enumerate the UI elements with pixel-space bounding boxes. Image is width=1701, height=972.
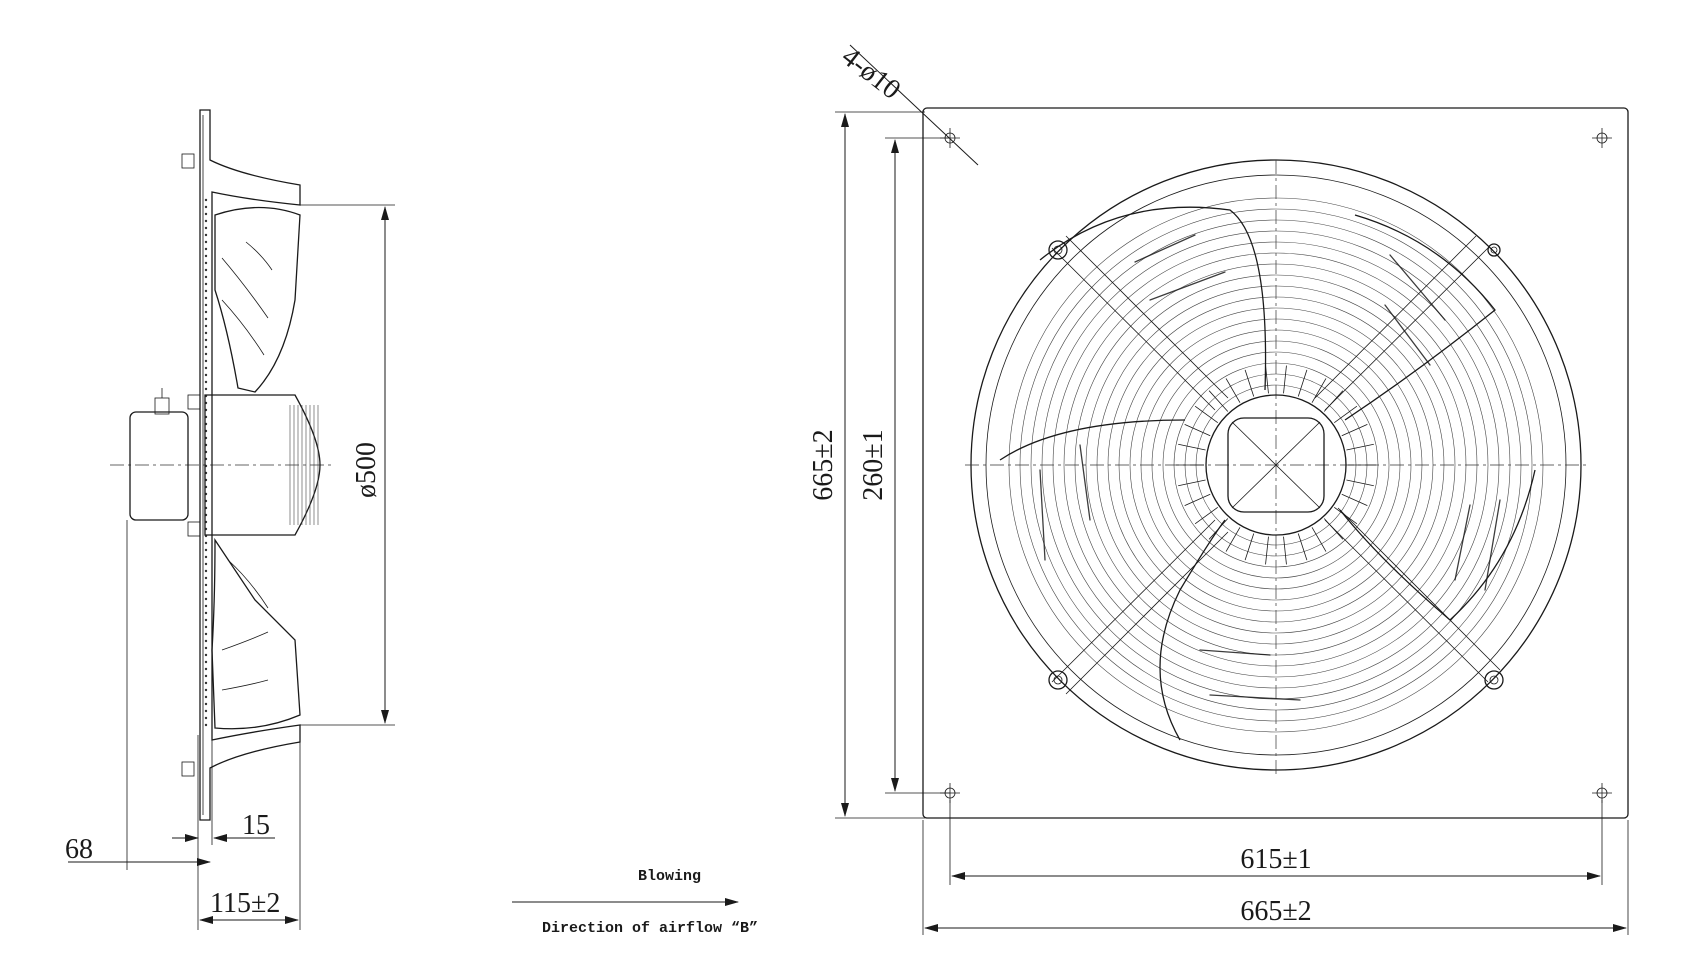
blade-1 (1039, 206, 1267, 391)
label-holes: 4-ø10 (836, 41, 907, 106)
hub-fins (289, 405, 319, 525)
label-blowing: Blowing (638, 868, 701, 885)
blade-4 (1159, 519, 1226, 741)
side-bolts (181, 153, 201, 777)
label-flange-15: 15 (242, 810, 270, 841)
label-height-inner: 260±1 (858, 429, 889, 500)
motor-face (1227, 417, 1325, 513)
label-depth-68: 68 (65, 834, 93, 865)
label-overall-depth: 115±2 (210, 888, 280, 919)
arm-bolts (1048, 240, 1504, 690)
blade-2 (1344, 214, 1496, 421)
motor-can (129, 411, 189, 521)
label-width-outer: 665±2 (1240, 896, 1311, 927)
side-view (68, 109, 395, 930)
blade-5 (999, 419, 1186, 461)
label-diameter: ø500 (351, 442, 382, 498)
hub (204, 394, 321, 536)
hub-ring (1205, 394, 1347, 536)
front-plate (922, 107, 1629, 819)
label-airflow: Direction of airflow “B” (542, 920, 758, 937)
support-arms (1051, 235, 1501, 695)
blade-upper (214, 206, 301, 393)
blade-lower (211, 537, 301, 730)
holes-leader (849, 44, 979, 166)
label-width-inner: 615±1 (1240, 844, 1311, 875)
blade-3 (1339, 469, 1536, 621)
front-view (835, 44, 1629, 935)
blade-slots (1039, 234, 1501, 701)
hub-radial-fins (1176, 365, 1376, 565)
label-height-outer: 665±2 (808, 429, 839, 500)
